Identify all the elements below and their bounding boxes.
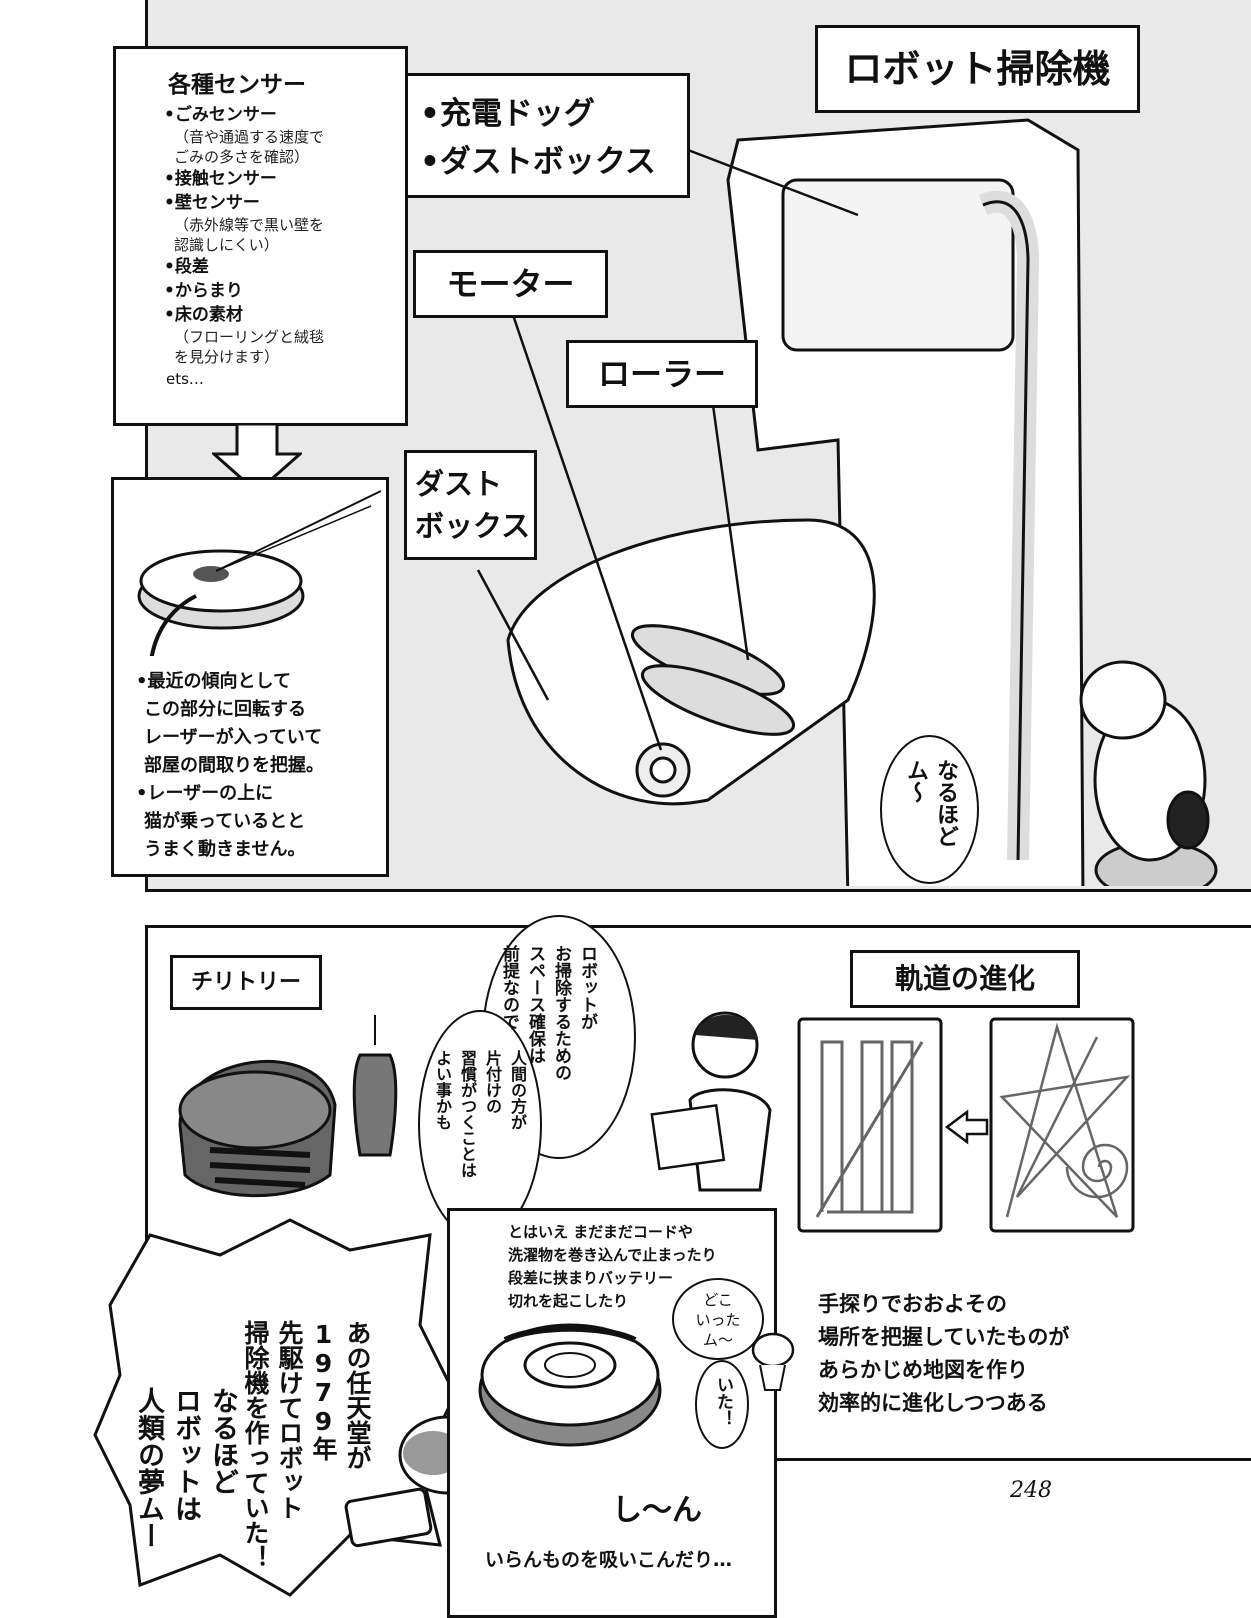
sensor-item: •壁センサー — [164, 191, 405, 215]
dream-col: 人類の夢ムー — [133, 1387, 164, 1549]
orbit-map-new — [799, 1019, 941, 1231]
human-speech-text: 人間の方が 片付けの 習慣がつくことは よい事かも — [430, 1050, 530, 1178]
dream-col: ロボットは — [170, 1387, 201, 1522]
dock-label-box: •充電ドッグ •ダストボックス — [405, 73, 690, 198]
sensor-note: （音や通過する速度で — [174, 127, 405, 147]
motor-label: モーター — [416, 253, 605, 315]
laser-note-box: •最近の傾向として この部分に回転する レーザーが入っていて 部屋の間取りを把握… — [111, 477, 389, 877]
roller-label-box: ローラー — [566, 340, 758, 408]
mess-line: 洗濯物を巻き込んで止まったり — [508, 1244, 774, 1267]
title-box: ロボット掃除機 — [815, 25, 1140, 113]
human-speech-bubble: 人間の方が 片付けの 習慣がつくことは よい事かも — [418, 1010, 542, 1239]
evolution-caption-line: 場所を把握していたものが — [818, 1321, 1069, 1354]
robot-laser-drawing — [126, 486, 386, 656]
evolution-caption: 手探りでおおよその 場所を把握していたものが あらかじめ地図を作り 効率的に進化… — [818, 1288, 1069, 1420]
laser-note-line: •レーザーの上に — [136, 780, 324, 808]
chiritory-label-box: チリトリー — [170, 955, 322, 1010]
page-number: 248 — [1010, 1478, 1052, 1503]
laser-note-line: レーザーが入っていて — [144, 724, 324, 752]
nintendo-col: 先駆けてロボット — [275, 1320, 304, 1520]
orbit-evolution-diagram — [797, 1017, 1137, 1235]
cat-drawing — [1081, 662, 1216, 886]
sensor-item: •段差 — [164, 255, 405, 279]
laser-note-line: この部分に回転する — [144, 696, 324, 724]
sensor-item: •からまり — [164, 279, 405, 303]
found-text: いた！ — [711, 1376, 736, 1427]
evolution-caption-line: 効率的に進化しつつある — [818, 1387, 1069, 1420]
sensor-item: •ごみセンサー — [164, 103, 405, 127]
silence-text: し〜ん — [612, 1485, 702, 1529]
dock-label-line2: •ダストボックス — [420, 138, 687, 186]
dock-label-line1: •充電ドッグ — [420, 90, 687, 138]
mess-line: とはいえ まだまだコードや — [508, 1221, 774, 1244]
laser-note-line: •最近の傾向として — [136, 668, 324, 696]
motor-label-box: モーター — [413, 250, 608, 318]
page-title: ロボット掃除機 — [818, 28, 1137, 110]
cat-speech-bubble: なるほど ム〜 — [880, 735, 979, 884]
small-cat-drawing — [745, 1325, 805, 1395]
sensor-note: 認識しにくい） — [174, 235, 405, 255]
sensor-note: を見分けます） — [174, 347, 405, 367]
sensor-note: （赤外線等で黒い壁を — [174, 215, 405, 235]
sensor-item: •接触センサー — [164, 167, 405, 191]
chiritory-robot-drawing — [170, 1015, 410, 1205]
evolution-caption-line: 手探りでおおよその — [818, 1288, 1069, 1321]
roller-label: ローラー — [569, 343, 755, 405]
cat-speech-text: なるほど ム〜 — [900, 759, 960, 847]
dustbox-label-line1: ダスト — [415, 463, 534, 505]
sensor-note: （フローリングと絨毯 — [174, 327, 405, 347]
evolution-caption-line: あらかじめ地図を作り — [818, 1354, 1069, 1387]
sensors-etc: ets… — [166, 367, 405, 391]
dream-text: なるほど ロボットは 人類の夢ムー — [130, 1325, 278, 1549]
sensor-item: •床の素材 — [164, 303, 405, 327]
sensor-note: ごみの多さを確認） — [174, 147, 405, 167]
roomba-drawing — [475, 1300, 675, 1450]
dustbox-label-box: ダスト ボックス — [404, 450, 537, 560]
orbit-title: 軌道の進化 — [853, 953, 1077, 1005]
suck-caption: いらんものを吸いこんだり… — [485, 1545, 732, 1572]
dustbox-label-line2: ボックス — [415, 505, 534, 547]
arrow-left-icon — [947, 1112, 987, 1142]
laser-note-line: うまく動きません。 — [144, 836, 324, 864]
sensors-heading: 各種センサー — [168, 65, 405, 99]
laser-note-line: 部屋の間取りを把握。 — [144, 752, 324, 780]
nintendo-col: 1979年 — [309, 1320, 338, 1461]
found-bubble: いた！ — [695, 1360, 749, 1449]
dream-col: なるほど — [207, 1387, 238, 1495]
woman-drawing — [640, 990, 790, 1200]
sensors-box: 各種センサー •ごみセンサー （音や通過する速度で ごみの多さを確認） •接触セ… — [113, 46, 408, 426]
orbit-title-box: 軌道の進化 — [850, 950, 1080, 1008]
chiritory-label: チリトリー — [173, 958, 319, 1008]
dock-window — [783, 180, 1013, 350]
laser-note-line: 猫が乗っているとと — [144, 808, 324, 836]
